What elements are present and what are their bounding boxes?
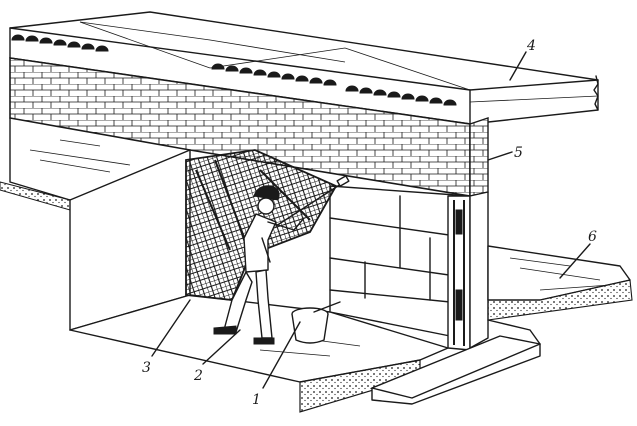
leader-line-6	[559, 243, 591, 279]
callout-4: 4	[526, 38, 536, 54]
worker	[213, 175, 350, 345]
leader-lines	[151, 51, 591, 389]
leader-line-3	[151, 299, 191, 357]
callout-6: 6	[588, 229, 597, 245]
leader-line-2	[202, 329, 241, 365]
left-opening	[0, 117, 191, 331]
callout-2: 2	[193, 368, 203, 384]
callout-1: 1	[252, 392, 261, 408]
floor-slab	[9, 11, 599, 125]
right-ground	[487, 245, 633, 345]
leader-line-4	[509, 51, 527, 81]
callout-5: 5	[514, 145, 523, 161]
leader-line-5	[487, 151, 513, 161]
callout-labels: 1 2 3 4 5 6	[142, 38, 597, 408]
leader-line-1	[262, 321, 301, 389]
brick-lintel	[9, 57, 489, 197]
callout-3: 3	[142, 360, 151, 376]
slab-hollow-cores	[11, 34, 457, 106]
mortar-bucket	[291, 301, 341, 344]
